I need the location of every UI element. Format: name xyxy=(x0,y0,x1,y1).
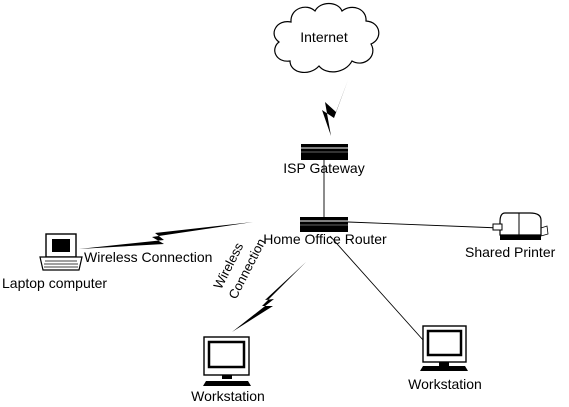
lightning-bolt-workstation xyxy=(232,262,306,332)
link-router-workstation-right xyxy=(329,235,433,351)
workstation-right-label: Workstation xyxy=(408,376,482,392)
laptop-label: Laptop computer xyxy=(2,275,107,291)
lightning-bolt-internet xyxy=(322,80,348,136)
workstation-left-label: Workstation xyxy=(191,388,265,404)
internet-label: Internet xyxy=(300,29,348,45)
printer-label: Shared Printer xyxy=(465,244,556,260)
keyboard-icon xyxy=(420,366,468,371)
link-router-printer xyxy=(347,221,501,229)
connections xyxy=(323,160,501,351)
workstation-left: Workstation xyxy=(191,336,265,404)
home-office-router: Home Office Router xyxy=(263,217,387,247)
laptop: Laptop computer xyxy=(2,233,107,291)
printer-icon xyxy=(499,212,542,236)
keyboard-icon xyxy=(203,381,251,386)
isp-gateway: ISP Gateway xyxy=(283,144,365,176)
laptop-base xyxy=(39,256,83,271)
isp-gateway-label: ISP Gateway xyxy=(283,160,364,176)
shared-printer: Shared Printer xyxy=(465,212,556,260)
laptop-wireless-label: Wireless Connection xyxy=(84,249,212,265)
internet-cloud: Internet xyxy=(273,2,380,74)
workstation-wireless-label: Wireless Connection xyxy=(210,236,268,301)
cloud-icon xyxy=(273,2,380,74)
lightning-bolt-laptop xyxy=(79,222,253,249)
router-label: Home Office Router xyxy=(263,231,387,247)
workstation-right: Workstation xyxy=(408,325,482,392)
